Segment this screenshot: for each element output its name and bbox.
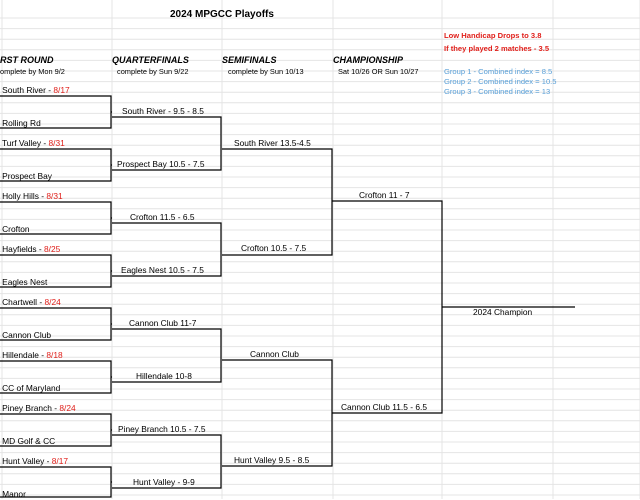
page-title: 2024 MPGCC Playoffs — [170, 9, 274, 20]
team-name: - Rolling Rd — [0, 118, 41, 128]
first-round-team: - MD Golf & CC — [0, 436, 55, 447]
bracket-line — [222, 148, 333, 256]
bracket-line — [332, 200, 443, 414]
sf-result-1: South River 13.5-4.5 — [234, 138, 311, 148]
round-header-first: RST ROUND — [0, 55, 54, 65]
team-name: - Turf Valley - — [0, 138, 49, 148]
sf-result-3: Cannon Club — [250, 349, 299, 359]
round-deadline-quarterfinals: complete by Sun 9/22 — [117, 67, 189, 76]
note-two-matches: If they played 2 matches - 3.5 — [444, 44, 550, 53]
round-deadline-championship: Sat 10/26 OR Sun 10/27 — [338, 67, 419, 76]
match-date: 8/18 — [46, 350, 63, 360]
team-name: - Holly Hills - — [0, 191, 47, 201]
first-round-team: - Manor — [0, 489, 26, 500]
team-name: - South River - — [0, 85, 54, 95]
first-round-team: - Rolling Rd — [0, 118, 41, 129]
match-date: 8/24 — [44, 297, 61, 307]
first-round-team: - South River - 8/17 — [0, 85, 70, 96]
bracket-line — [112, 434, 222, 489]
match-date: 8/24 — [59, 403, 76, 413]
note-group-1: Group 1 - Combined index = 8.5 — [444, 67, 553, 76]
first-round-team: - Cannon Club — [0, 330, 51, 341]
match-date: 8/25 — [44, 244, 61, 254]
first-round-team: - Prospect Bay — [0, 171, 52, 182]
team-name: - Hayfields - — [0, 244, 45, 254]
team-name: - Hunt Valley - — [0, 456, 52, 466]
bracket-line — [112, 328, 222, 383]
sf-result-2: Crofton 10.5 - 7.5 — [241, 243, 307, 253]
qf-result-7: Piney Branch 10.5 - 7.5 — [118, 424, 206, 434]
round-header-semifinals: SEMIFINALS — [222, 55, 277, 65]
first-round-team: - Eagles Nest — [0, 277, 47, 288]
round-deadline-semifinals: complete by Sun 10/13 — [228, 67, 304, 76]
qf-result-3: Crofton 11.5 - 6.5 — [130, 212, 195, 222]
team-name: - Eagles Nest — [0, 277, 48, 287]
first-round-team: - Chartwell - 8/24 — [0, 297, 61, 308]
bracket-line — [222, 359, 333, 467]
team-name: - Hillendale - — [0, 350, 47, 360]
match-date: 8/31 — [48, 138, 65, 148]
team-name: - Cannon Club — [0, 330, 52, 340]
final-result-2: Cannon Club 11.5 - 6.5 — [341, 402, 427, 412]
bracket-line — [112, 222, 222, 277]
team-name: - CC of Maryland — [0, 383, 61, 393]
sf-result-4: Hunt Valley 9.5 - 8.5 — [234, 455, 310, 465]
first-round-team: - Piney Branch - 8/24 — [0, 403, 76, 414]
round-deadline-first: omplete by Mon 9/2 — [0, 67, 65, 76]
qf-result-5: Cannon Club 11-7 — [129, 318, 197, 328]
qf-result-6: Hillendale 10-8 — [136, 371, 192, 381]
round-header-quarterfinals: QUARTERFINALS — [112, 55, 189, 65]
champion-label: 2024 Champion — [473, 307, 533, 317]
team-name: - Prospect Bay — [0, 171, 52, 181]
first-round-team: - Hunt Valley - 8/17 — [0, 456, 68, 467]
first-round-team: - CC of Maryland — [0, 383, 60, 394]
team-name: - Crofton — [0, 224, 30, 234]
team-name: - MD Golf & CC — [0, 436, 56, 446]
match-date: 8/17 — [51, 456, 69, 466]
qf-result-4: Eagles Nest 10.5 - 7.5 — [121, 265, 204, 275]
round-header-championship: CHAMPIONSHIP — [333, 55, 404, 65]
first-round-team: - Crofton — [0, 224, 30, 235]
team-name: - Manor — [0, 489, 26, 499]
team-name: - Chartwell - — [0, 297, 45, 307]
final-result-1: Crofton 11 - 7 — [359, 190, 410, 200]
first-round-team: - Hillendale - 8/18 — [0, 350, 63, 361]
first-round-team: - Hayfields - 8/25 — [0, 244, 60, 255]
note-group-2: Group 2 - Combined index = 10.5 — [444, 77, 557, 86]
match-date: 8/31 — [46, 191, 63, 201]
qf-result-2: Prospect Bay 10.5 - 7.5 — [117, 159, 205, 169]
note-handicap: Low Handicap Drops to 3.8 — [444, 31, 542, 40]
qf-result-1: South River - 9.5 - 8.5 — [122, 106, 204, 116]
qf-result-8: Hunt Valley - 9-9 — [133, 477, 195, 487]
team-name: - Piney Branch - — [0, 403, 60, 413]
bracket-line — [112, 116, 222, 171]
match-date: 8/17 — [53, 85, 70, 95]
note-group-3: Group 3 - Combined index = 13 — [444, 87, 551, 96]
first-round-team: - Holly Hills - 8/31 — [0, 191, 63, 202]
first-round-team: - Turf Valley - 8/31 — [0, 138, 65, 149]
